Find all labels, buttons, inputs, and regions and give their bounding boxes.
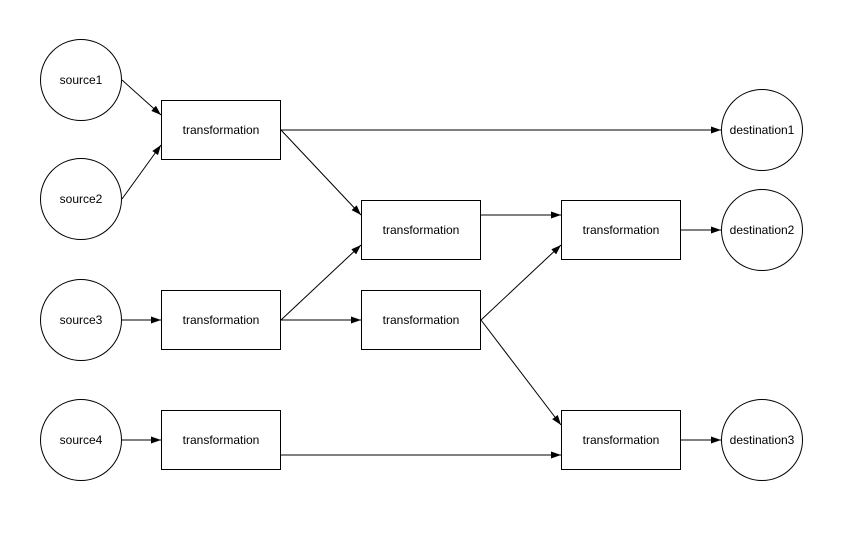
node-transformation2: transformation [361, 200, 481, 260]
transformation-label: transformation [582, 432, 660, 447]
source-label: source2 [59, 191, 103, 206]
edge-transformation1-to-transformation2 [280, 129, 362, 216]
source-label: source1 [59, 72, 103, 87]
transformation-label: transformation [382, 312, 460, 327]
node-destination2: destination2 [721, 189, 803, 271]
edge-source2-to-transformation1 [121, 144, 162, 200]
node-destination1: destination1 [721, 89, 803, 171]
transformation-label: transformation [582, 222, 660, 237]
node-destination3: destination3 [721, 399, 803, 481]
source-label: source4 [59, 432, 103, 447]
node-transformation6: transformation [161, 410, 281, 470]
edge-source1-to-transformation1 [121, 79, 162, 116]
node-transformation7: transformation [561, 410, 681, 470]
transformation-label: transformation [382, 222, 460, 237]
node-transformation4: transformation [361, 290, 481, 350]
node-source1: source1 [40, 39, 122, 121]
transformation-label: transformation [182, 312, 260, 327]
source-label: source3 [59, 312, 103, 327]
transformation-label: transformation [182, 122, 260, 137]
destination-label: destination2 [729, 222, 795, 237]
node-transformation1: transformation [161, 100, 281, 160]
edges-group [121, 79, 721, 459]
node-transformation3: transformation [161, 290, 281, 350]
destination-label: destination3 [729, 432, 795, 447]
edge-transformation3-to-transformation2 [280, 244, 362, 321]
node-source4: source4 [40, 399, 122, 481]
node-source3: source3 [40, 279, 122, 361]
node-source2: source2 [40, 158, 122, 240]
transformation-label: transformation [182, 432, 260, 447]
edge-transformation4-to-transformation7 [480, 319, 562, 426]
node-transformation5: transformation [561, 200, 681, 260]
edge-transformation4-to-transformation5 [480, 244, 562, 321]
destination-label: destination1 [729, 122, 795, 137]
